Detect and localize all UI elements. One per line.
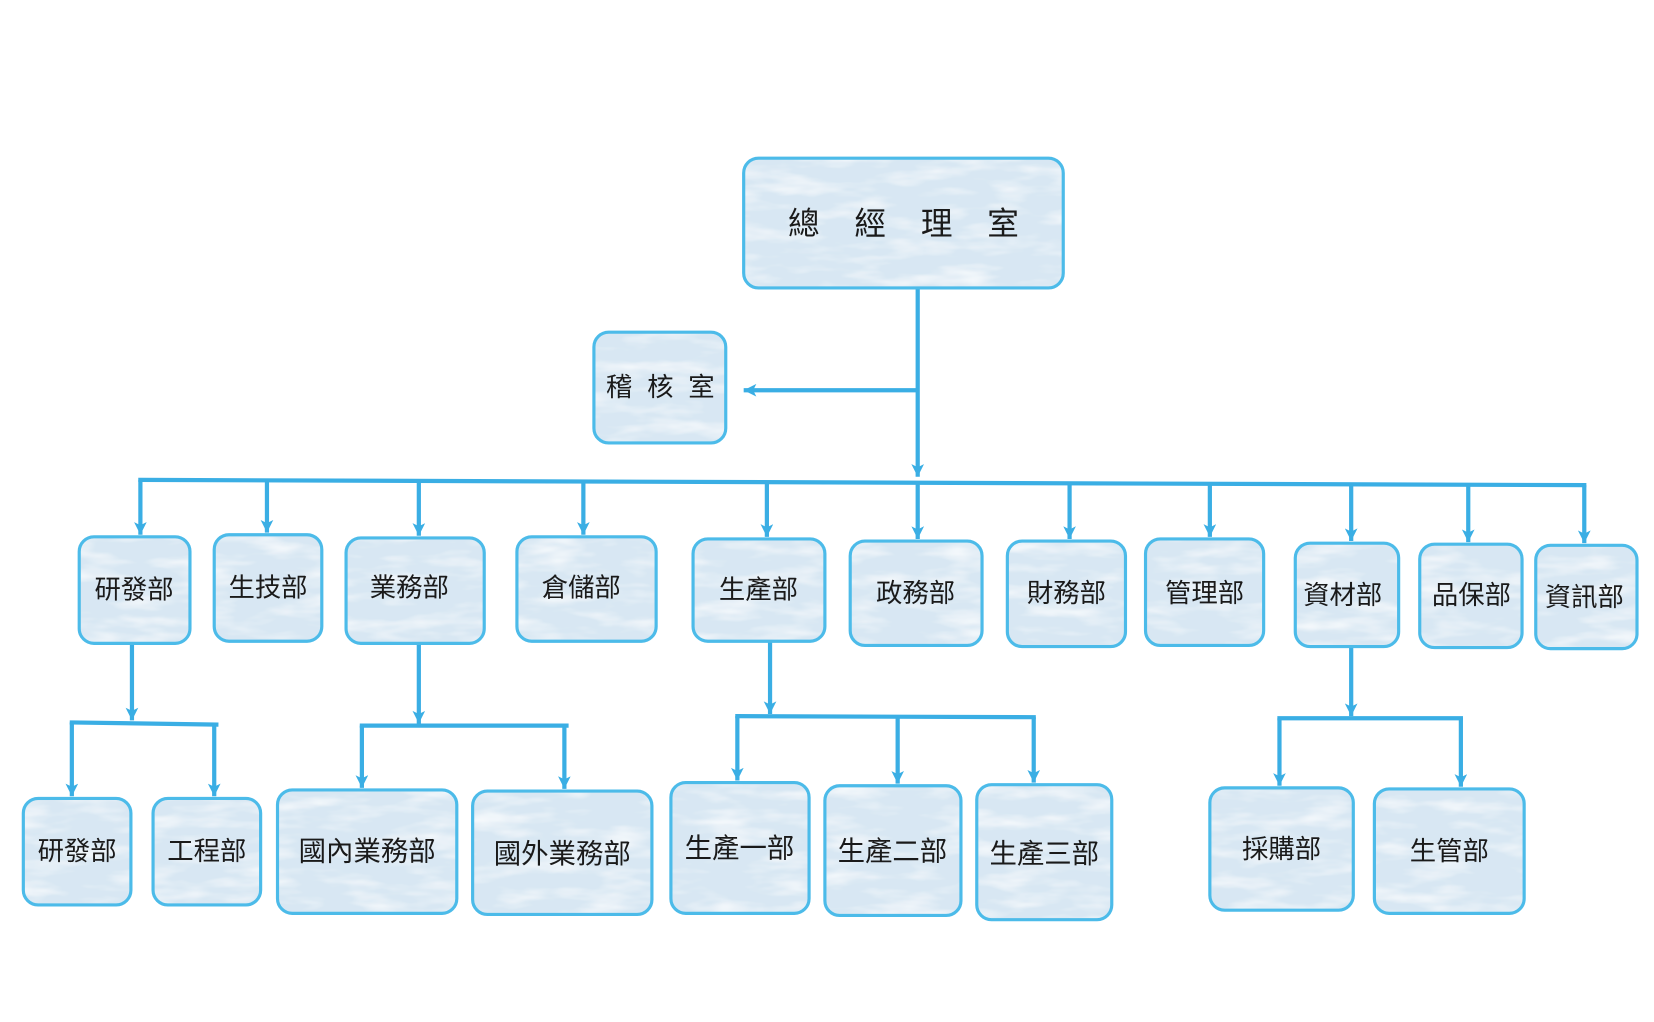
box-dept-management: 管理部 <box>1143 537 1266 648</box>
box-label: 業務部 <box>370 574 449 604</box>
connector-rd-bus <box>69 720 219 727</box>
box-border <box>1143 537 1266 648</box>
box-label: 總經理室 <box>788 207 1054 243</box>
box-fill <box>1295 543 1399 647</box>
box-dept-it: 資訊部 <box>1534 543 1639 651</box>
box-label: 政務部 <box>876 579 955 609</box>
box-dept-rd: 研發部 <box>77 535 192 645</box>
box-fill <box>976 784 1112 920</box>
box-fill <box>1209 787 1354 911</box>
box-sub-production-control: 生管部 <box>1372 787 1526 915</box>
box-border <box>344 536 486 645</box>
box-label: 採購部 <box>1242 835 1321 865</box>
box-fill <box>693 538 825 642</box>
box-label: 生產一部 <box>685 834 795 865</box>
box-dept-materials: 資材部 <box>1293 541 1401 649</box>
box-label: 生技部 <box>228 574 307 604</box>
box-sub-production-3: 生產三部 <box>975 783 1114 922</box>
box-border <box>1534 543 1639 651</box>
box-fill <box>472 791 652 915</box>
box-label: 資材部 <box>1303 581 1382 611</box>
box-border <box>151 796 263 907</box>
box-sub-overseas-sales: 國外業務部 <box>471 789 654 917</box>
box-sub-rd: 研發部 <box>21 796 133 907</box>
connector-bus <box>138 477 1587 488</box>
box-label: 國外業務部 <box>494 839 631 870</box>
box-border <box>77 535 192 645</box>
box-border <box>742 156 1065 290</box>
box-border <box>21 796 133 907</box>
box-dept-qa: 品保部 <box>1418 542 1524 650</box>
box-label: 研發部 <box>95 576 174 606</box>
box-border <box>275 788 459 915</box>
box-label: 管理部 <box>1165 579 1244 609</box>
box-fill <box>79 536 190 644</box>
box-border <box>471 789 654 917</box>
box-sub-domestic-sales: 國內業務部 <box>275 788 459 915</box>
box-label: 財務部 <box>1027 579 1106 609</box>
box-label: 生產部 <box>719 576 798 606</box>
box-border <box>1005 539 1128 649</box>
box-label: 生產三部 <box>989 839 1099 870</box>
box-dept-finance: 財務部 <box>1005 539 1128 649</box>
box-border <box>848 539 984 648</box>
box-label: 倉儲部 <box>542 574 621 604</box>
box-border <box>1208 786 1355 912</box>
box-dept-prodtech: 生技部 <box>212 533 324 643</box>
box-fill <box>1007 541 1126 647</box>
box-label: 工程部 <box>167 837 246 867</box>
box-fill <box>214 534 322 642</box>
box-sub-production-2: 生產二部 <box>823 784 963 918</box>
box-border <box>669 781 811 915</box>
box-fill <box>593 332 726 443</box>
box-fill <box>1419 544 1523 648</box>
box-border <box>823 784 963 918</box>
box-fill <box>153 798 261 905</box>
box-fill <box>346 537 485 644</box>
box-fill <box>1535 545 1638 649</box>
box-label: 品保部 <box>1432 581 1511 611</box>
box-border <box>515 535 658 643</box>
box-audit-office: 稽核室 <box>592 330 729 445</box>
connector-production-bus <box>735 714 1036 720</box>
box-border <box>975 783 1114 922</box>
box-fill <box>670 782 810 914</box>
box-sub-engineering: 工程部 <box>151 796 263 907</box>
box-border <box>1372 787 1526 915</box>
box-fill <box>850 541 983 646</box>
box-label: 研發部 <box>38 837 117 867</box>
box-border <box>691 537 827 643</box>
box-label: 國內業務部 <box>299 837 436 868</box>
box-label: 稽核室 <box>606 373 729 403</box>
box-fill <box>824 785 961 916</box>
box-fill <box>1374 788 1525 914</box>
box-fill <box>516 536 657 642</box>
box-label: 生產二部 <box>838 837 948 868</box>
box-fill <box>1145 538 1264 646</box>
box-general-manager-office: 總經理室 <box>742 156 1065 290</box>
box-dept-admin: 政務部 <box>848 539 984 648</box>
box-fill <box>743 158 1064 288</box>
box-sub-production-1: 生產一部 <box>669 781 811 915</box>
box-border <box>212 533 324 643</box>
box-fill <box>277 789 457 914</box>
box-dept-warehouse: 倉儲部 <box>515 535 658 643</box>
box-border <box>592 330 728 445</box>
connectors <box>65 287 1591 797</box>
box-border <box>1418 542 1524 650</box>
box-label: 資訊部 <box>1545 583 1624 613</box>
box-dept-sales: 業務部 <box>344 536 486 645</box>
box-sub-purchasing: 採購部 <box>1208 786 1355 912</box>
box-border <box>1293 541 1401 649</box>
box-fill <box>23 798 131 905</box>
box-label: 生管部 <box>1410 837 1489 867</box>
box-dept-production: 生產部 <box>691 537 827 643</box>
